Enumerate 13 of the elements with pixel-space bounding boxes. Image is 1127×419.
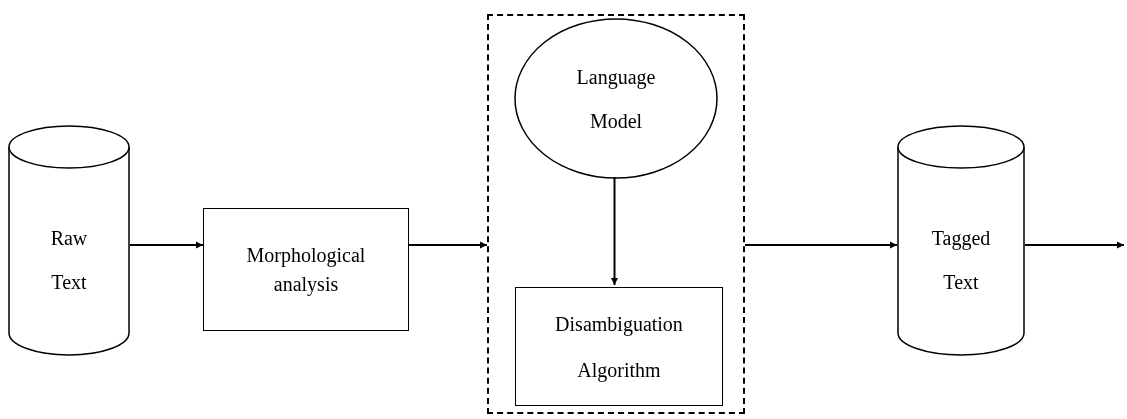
arrow [1024,241,1125,249]
arrow [744,241,898,249]
node-label: Tagged Text [930,226,992,295]
node-label: Raw Text [49,226,89,295]
process-box [515,287,723,406]
arrow [129,241,204,249]
node-label: Language Model [575,64,657,134]
dashed-group-box [487,14,745,414]
arrow [611,176,618,286]
node-label: Disambiguation Algorithm [554,311,684,384]
arrow [408,241,488,249]
node-label: Morphological analysis [245,242,367,298]
process-box [203,208,409,331]
